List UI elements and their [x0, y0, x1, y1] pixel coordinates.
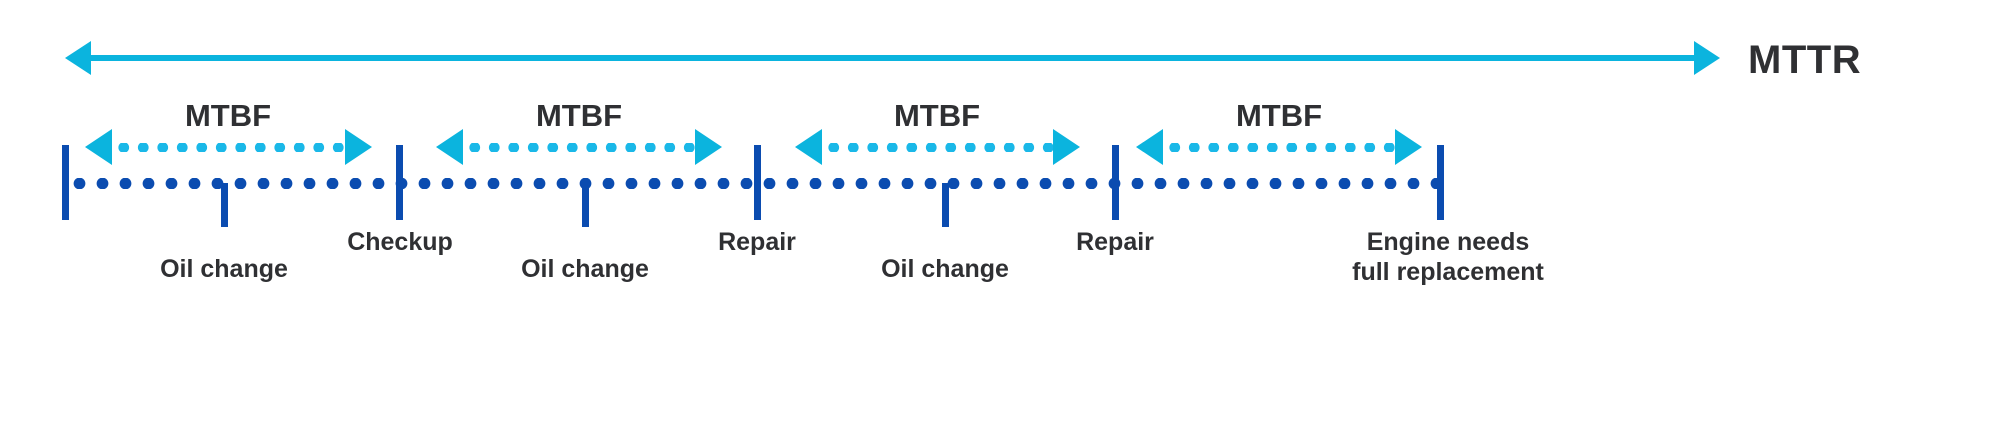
event-label-oil-change-3: Oil change [881, 255, 1009, 283]
mtbf-1-dotted-line [114, 142, 345, 152]
mttr-arrow-left-head [65, 41, 91, 75]
event-label-repair-2: Repair [1076, 228, 1154, 256]
mtbf-2-left-head [436, 129, 463, 165]
mtbf-1-left-head [85, 129, 112, 165]
mtbf-3-dotted-line [824, 142, 1053, 152]
mtbf-label-1: MTBF [184, 98, 272, 133]
mtbf-4-left-head [1136, 129, 1163, 165]
tick-timeline-start [62, 145, 69, 220]
mtbf-1-right-head [345, 129, 372, 165]
event-label-checkup: Checkup [347, 228, 453, 256]
event-label-oil-change-1: Oil change [160, 255, 288, 283]
mtbf-label-3: MTBF [893, 98, 981, 133]
event-label-engine-replace: Engine needs full replacement [1352, 228, 1544, 286]
mtbf-4-dotted-line [1165, 142, 1395, 152]
mttr-arrow-line [89, 55, 1697, 61]
mtbf-label-2: MTBF [535, 98, 623, 133]
event-label-repair-1: Repair [718, 228, 796, 256]
mtbf-2-right-head [695, 129, 722, 165]
mttr-arrow-right-head [1694, 41, 1720, 75]
tick-repair-2 [1112, 145, 1119, 220]
tick-checkup [396, 145, 403, 220]
tick-repair-1 [754, 145, 761, 220]
event-label-oil-change-2: Oil change [521, 255, 649, 283]
mtbf-3-left-head [795, 129, 822, 165]
tick-oil-change-1 [221, 183, 228, 227]
tick-oil-change-2 [582, 183, 589, 227]
tick-oil-change-3 [942, 183, 949, 227]
mtbf-label-4: MTBF [1235, 98, 1323, 133]
mtbf-2-dotted-line [465, 142, 695, 152]
mtbf-4-right-head [1395, 129, 1422, 165]
mtbf-3-right-head [1053, 129, 1080, 165]
tick-engine-replace [1437, 145, 1444, 220]
mttr-label: MTTR [1748, 38, 1862, 82]
